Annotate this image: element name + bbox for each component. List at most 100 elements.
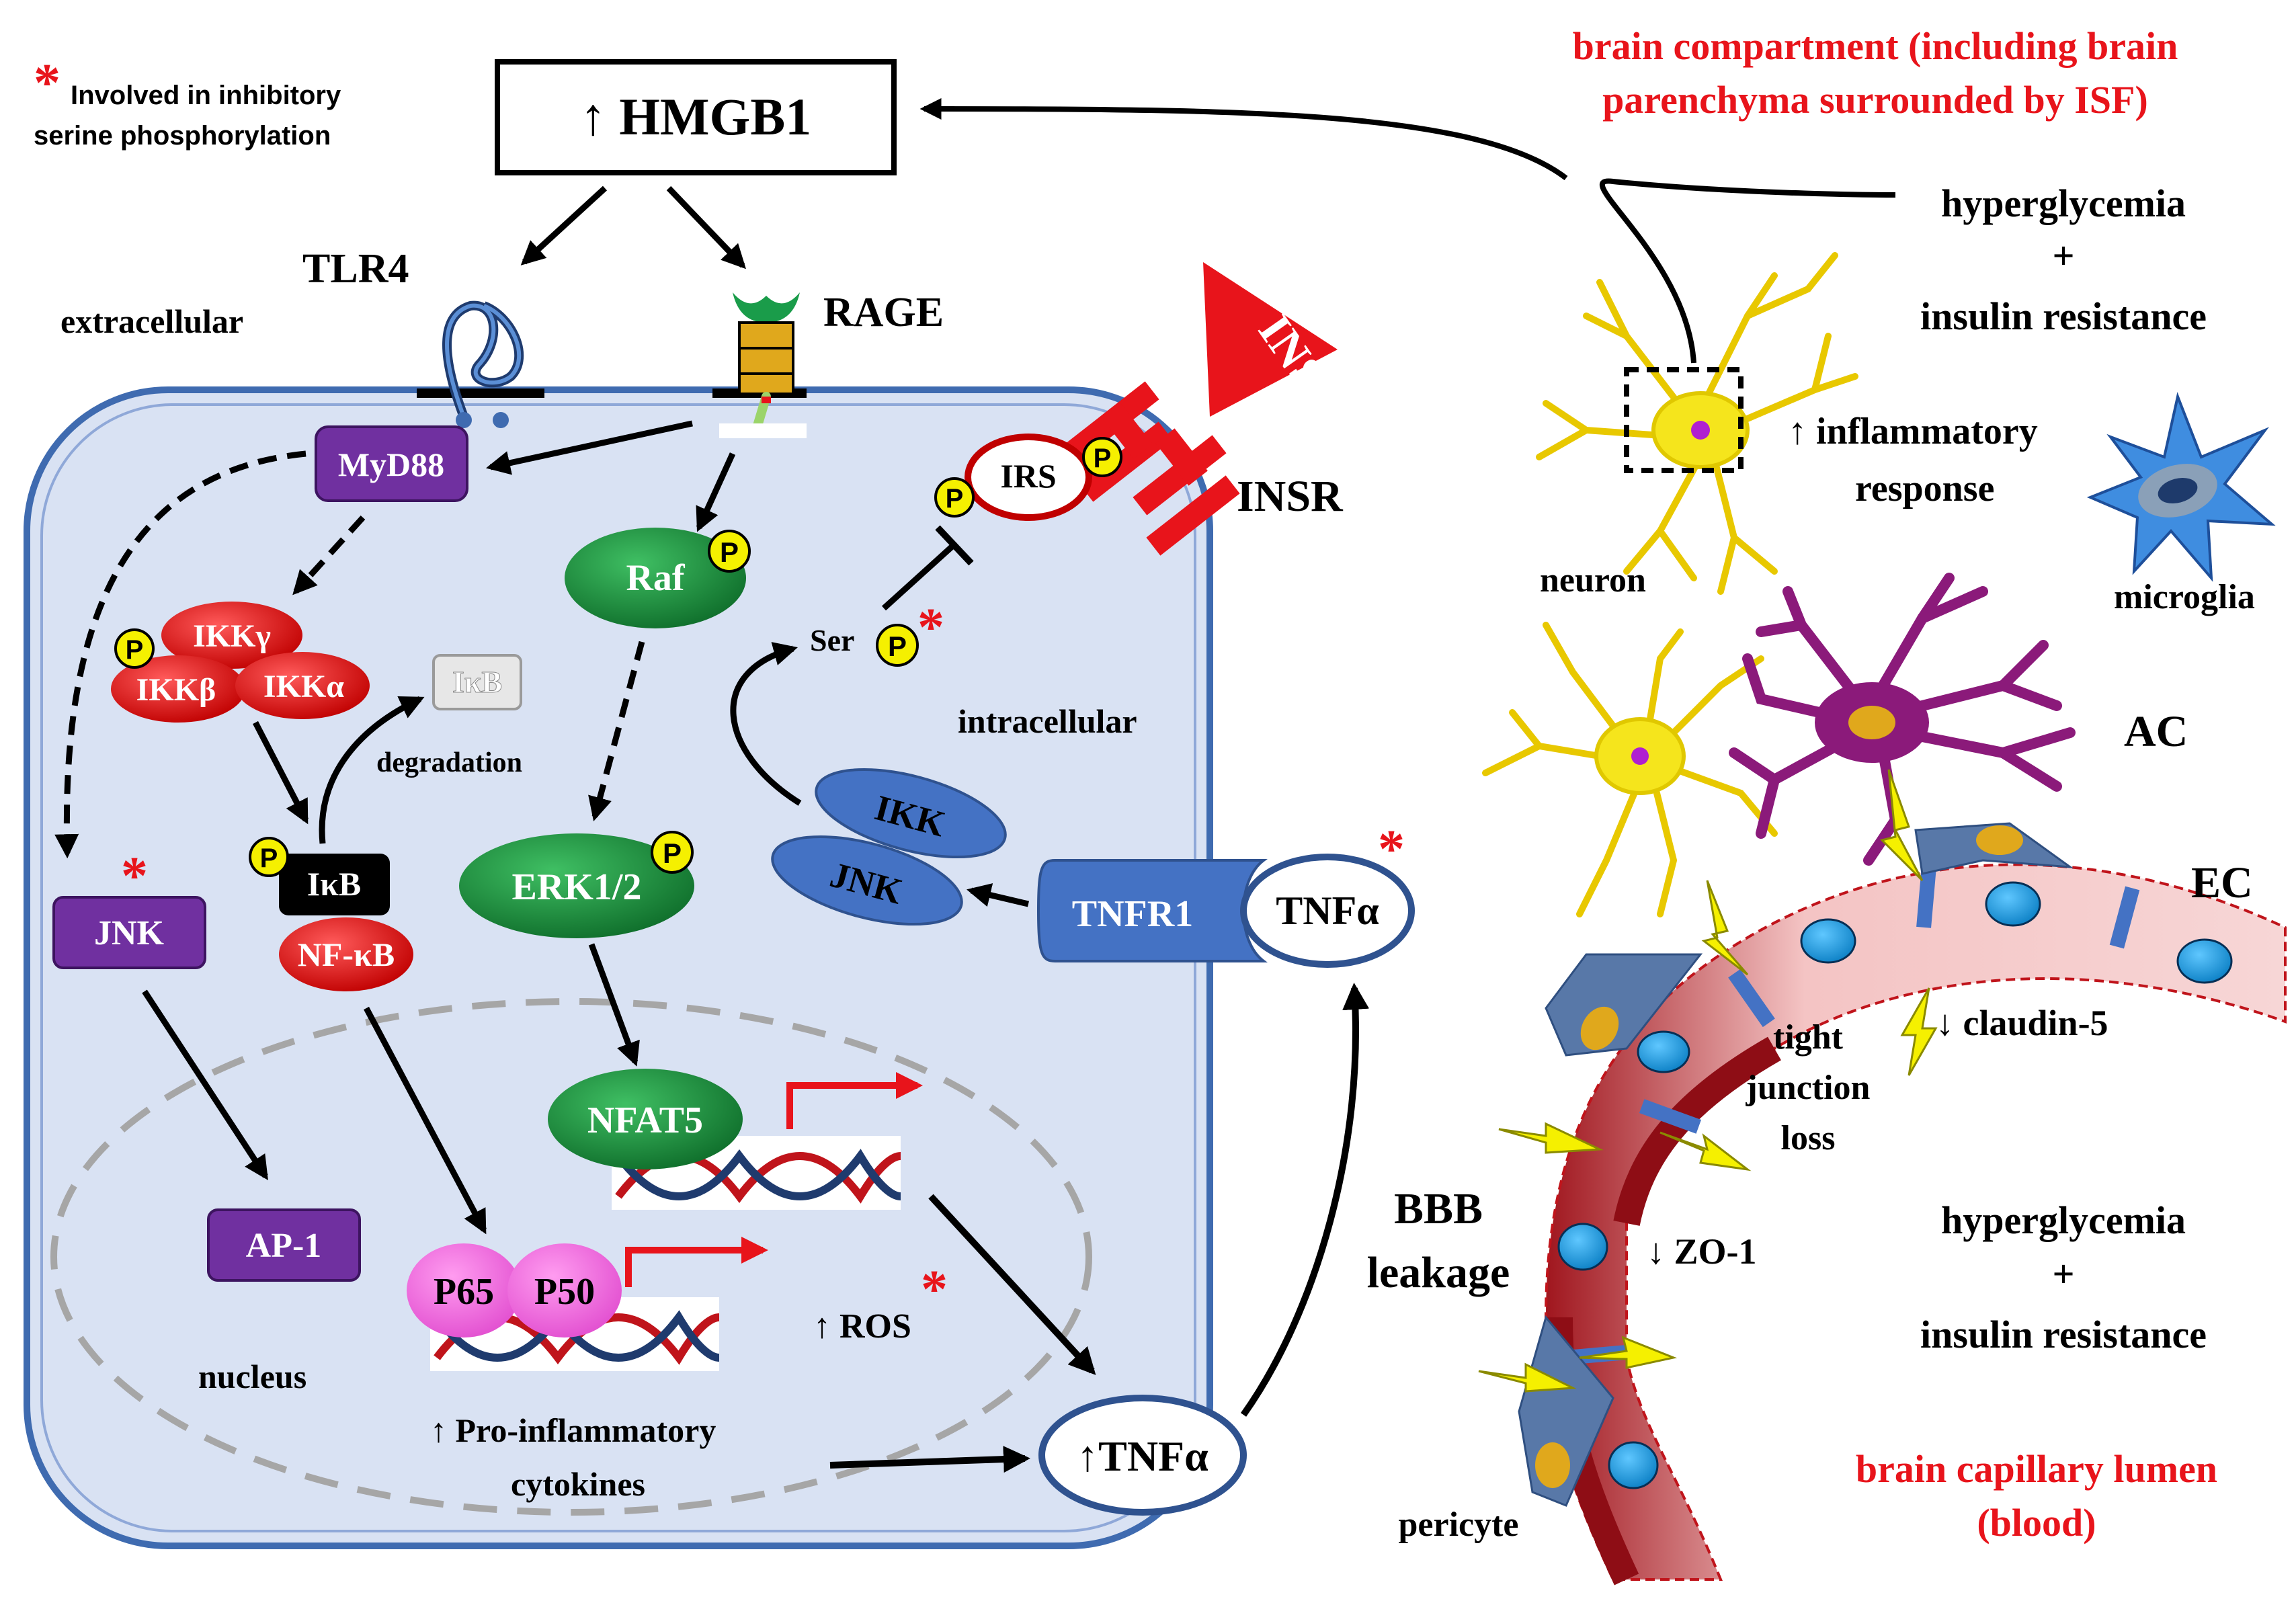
- rage-receptor: [712, 292, 807, 438]
- insr-receptor: [1065, 381, 1240, 556]
- legend-line2: serine phosphorylation: [34, 121, 331, 151]
- ikb-free-label: IκB: [452, 665, 502, 699]
- arrow-myd88-jnk: [54, 450, 306, 859]
- ac-label: AC: [2124, 707, 2188, 756]
- transcription-arrow-2: [625, 1237, 768, 1287]
- ser-star: *: [917, 598, 944, 657]
- insr-label: INSR: [1237, 472, 1344, 521]
- hyper-top-1: hyperglycemia: [1941, 181, 2186, 225]
- inhibit-ser-irs: [881, 542, 957, 611]
- arrow-cytokines-tnfa: [829, 1446, 1030, 1473]
- svg-text:P: P: [260, 844, 278, 873]
- jnk-left-star: *: [121, 847, 148, 906]
- intracellular-label: intracellular: [958, 702, 1137, 740]
- transcription-arrow-1: [786, 1072, 923, 1129]
- hyper-bot-2: insulin resistance: [1920, 1313, 2207, 1356]
- nfat5-node: NFAT5: [548, 1069, 743, 1169]
- hyper-top-2: insulin resistance: [1920, 294, 2207, 338]
- arrow-hmgb1-tlr4: [520, 186, 608, 265]
- erk-label: ERK1/2: [512, 866, 642, 908]
- astrocyte-nucleus: [1848, 706, 1895, 739]
- irs-label: IRS: [1000, 457, 1056, 495]
- tnfr1-receptor: TNFR1: [1036, 859, 1268, 962]
- arrow-tnfa-out-receptor: [1240, 983, 1370, 1417]
- pericyte-nucleus-1: [1580, 1006, 1619, 1051]
- myd88-label: MyD88: [338, 446, 444, 483]
- cytokines-line2: cytokines: [511, 1465, 645, 1503]
- arrow-nfkb-p65: [364, 1006, 487, 1235]
- ros-label: ↑ ROS: [813, 1307, 911, 1346]
- astrocyte: [1729, 573, 2076, 866]
- legend-star: *: [34, 54, 60, 113]
- tnfa-receptor-label: TNFα: [1276, 889, 1379, 933]
- arrow-raf-erk: [588, 641, 645, 821]
- neuron-top: [1536, 252, 1858, 595]
- neuron-label: neuron: [1540, 561, 1646, 600]
- p65-node: P65: [407, 1243, 521, 1338]
- hmgb1-box: ↑ HMGB1: [495, 59, 897, 175]
- arrow-myd88-ikk: [292, 515, 366, 595]
- blood-vessel: [1544, 863, 2287, 1586]
- hyper-bot-1: hyperglycemia: [1941, 1198, 2186, 1242]
- bbb-line2: leakage: [1367, 1248, 1510, 1297]
- arrow-neuron-hmgb1: [927, 106, 1896, 364]
- ikk-complex: IKKγ IKKβ IKKα P: [111, 602, 370, 723]
- svg-text:P: P: [663, 837, 682, 869]
- ser-phospho: Ser P *: [810, 598, 944, 667]
- arrow-jnk-ap1: [142, 989, 268, 1181]
- tnfa-out-node: ↑TNFα: [1038, 1395, 1247, 1516]
- nucleus-label: nucleus: [198, 1358, 306, 1395]
- neuron-focus-box: [1624, 367, 1744, 473]
- ikb-label: IκB: [307, 865, 362, 903]
- p50-node: P50: [507, 1243, 622, 1338]
- arrow-rage-myd88: [485, 420, 693, 475]
- irs-phospho-right: P: [1082, 437, 1122, 477]
- ros-star: *: [921, 1260, 948, 1319]
- arrow-erk-nfat5: [588, 943, 640, 1067]
- tight-line3: loss: [1781, 1119, 1836, 1157]
- claudin-label: ↓ claudin-5: [1936, 1003, 2108, 1043]
- ap1-node: AP-1: [207, 1208, 361, 1282]
- svg-text:P: P: [888, 630, 907, 662]
- arrow-ikkjnk-ser: [730, 642, 802, 806]
- inflammatory-line2: response: [1855, 468, 1994, 509]
- myd88-node: MyD88: [315, 425, 468, 502]
- tight-line2: junction: [1746, 1069, 1871, 1107]
- plus-bot: +: [2052, 1252, 2074, 1296]
- inhibit-bar: [935, 525, 974, 566]
- jnk-left-label: JNK: [94, 914, 165, 952]
- p65-label: P65: [434, 1271, 494, 1313]
- arrow-hmgb1-rage: [666, 186, 746, 270]
- pericyte-label: pericyte: [1398, 1506, 1518, 1544]
- lumen-line1: brain capillary lumen: [1856, 1447, 2217, 1491]
- microglia: [2086, 392, 2276, 582]
- tlr4-receptor: [417, 300, 544, 428]
- neuron-bottom-nucleus: [1631, 747, 1649, 765]
- svg-text:P: P: [720, 536, 739, 568]
- jnk-left-node: JNK *: [52, 847, 206, 969]
- tnfa-receptor-star: *: [1378, 820, 1405, 879]
- ikk-beta-label: IKKβ: [136, 672, 216, 708]
- nucleus-envelope: [50, 998, 1092, 1516]
- legend: * Involved in inhibitory serine phosphor…: [34, 54, 341, 151]
- cell-membrane-inner: [40, 403, 1196, 1532]
- arrow-nfat5-tnfa: [928, 1194, 1096, 1375]
- raf-label: Raf: [626, 557, 685, 599]
- insulin-ligand: INS: [1203, 262, 1338, 417]
- nfat5-label: NFAT5: [587, 1100, 703, 1141]
- arrow-ikk-ikb: [253, 721, 309, 825]
- lightning-bolts: [1478, 769, 1938, 1393]
- ikk-jnk-right: IKK JNK: [771, 768, 1007, 926]
- tight-line1: tight: [1773, 1018, 1844, 1057]
- tnfa-out-label: ↑TNFα: [1077, 1432, 1208, 1480]
- compartment-line1: brain compartment (including brain: [1573, 24, 2178, 68]
- ec-nucleus: [1976, 825, 2023, 855]
- arrow-rage-raf: [696, 452, 736, 532]
- inflammatory-line1: ↑ inflammatory: [1788, 411, 2038, 452]
- ikb-free-node: IκB: [432, 654, 522, 710]
- ikk-alpha-label: IKKα: [263, 669, 344, 704]
- ikk-gamma-label: IKKγ: [193, 618, 271, 654]
- tnfr1-label: TNFR1: [1072, 893, 1193, 935]
- svg-text:P: P: [946, 484, 964, 513]
- pericyte-nucleus-2: [1535, 1442, 1570, 1488]
